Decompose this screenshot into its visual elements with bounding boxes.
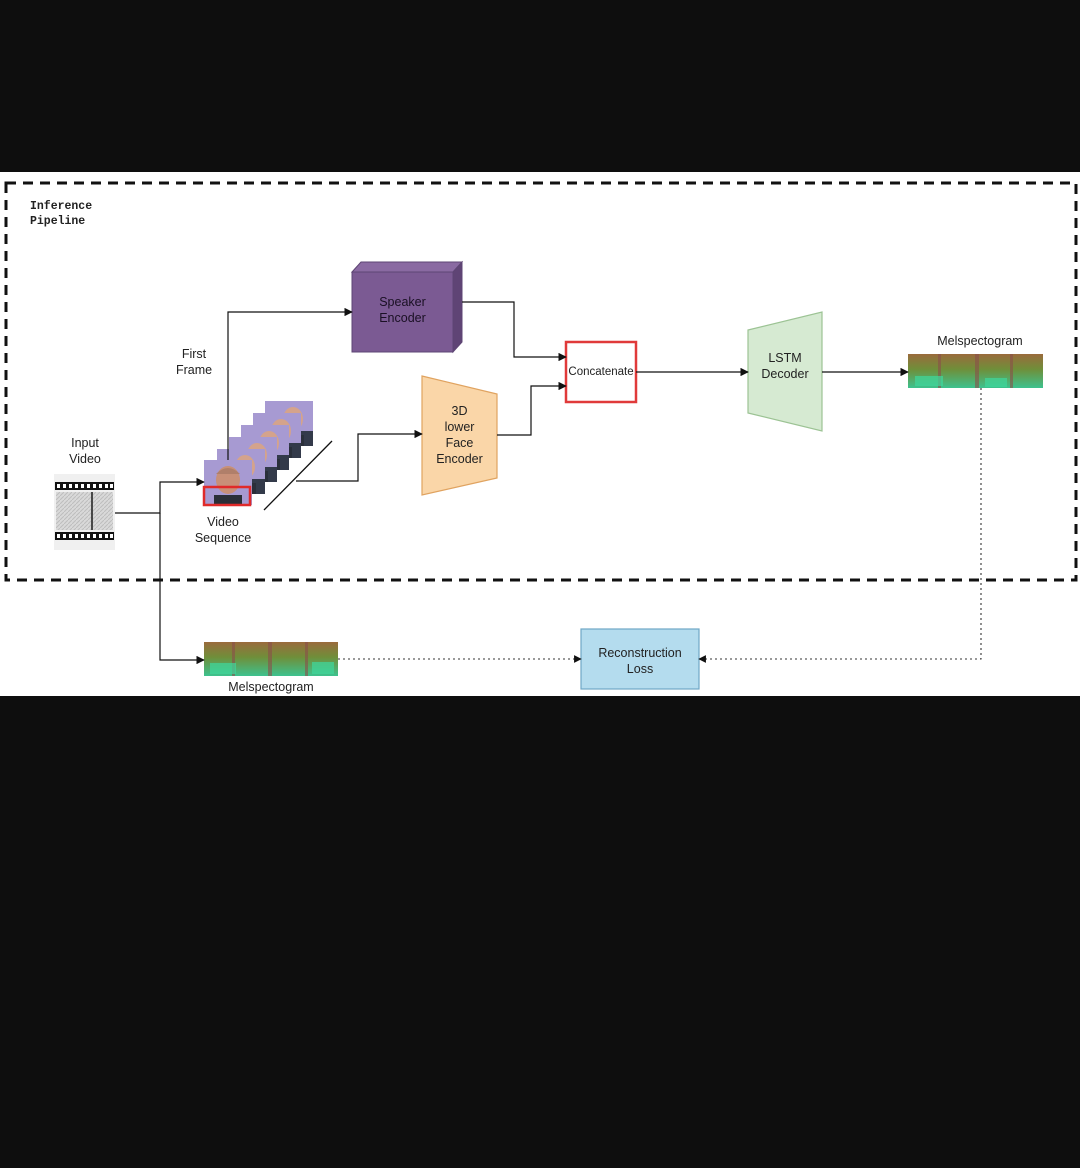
diagram-svg (4, 181, 1078, 690)
melspectogram-output-image (908, 354, 1043, 388)
lower-face-crop-highlight (202, 485, 252, 507)
diagram-canvas: Inference Pipeline Input Video First Fra… (0, 172, 1080, 696)
arrow-input-to-melspectogram (159, 513, 205, 665)
melspectogram-output-label: Melspectogram (937, 334, 1023, 348)
arrow-prediction-to-loss (698, 388, 982, 663)
sequence-divider (263, 440, 333, 511)
face-encoder-box (421, 375, 498, 496)
arrow-speaker-to-concatenate (462, 301, 567, 362)
video-sequence-label: Video Sequence (194, 515, 252, 545)
melspectogram-ground-truth-image (204, 642, 338, 676)
inference-pipeline-border (4, 181, 1078, 582)
video-sequence-frames (202, 401, 333, 511)
lstm-decoder-label: LSTM Decoder (761, 351, 809, 381)
arrow-first-frame-to-speaker-encoder (227, 307, 353, 460)
lstm-decoder-box (747, 311, 823, 432)
speaker-encoder-box (350, 260, 464, 354)
input-video-label: Input Video (69, 436, 101, 466)
first-frame-face (204, 460, 252, 505)
speaker-encoder-label: Speaker Encoder (379, 295, 426, 325)
arrow-sequence-to-face-encoder (296, 429, 423, 482)
concatenate-label: Concatenate (568, 366, 634, 378)
face-encoder-label: 3D lower Face Encoder (436, 404, 483, 466)
first-frame-label: First Frame (175, 347, 213, 377)
pipeline-title: Inference Pipeline (30, 200, 93, 228)
reconstruction-loss-label: Reconstruction Loss (598, 646, 682, 676)
melspectogram-ground-truth-label: Melspectogram (228, 680, 314, 694)
arrow-input-to-sequence (115, 477, 205, 514)
arrow-face-to-concatenate (497, 381, 567, 436)
film-strip-icon (54, 474, 115, 550)
